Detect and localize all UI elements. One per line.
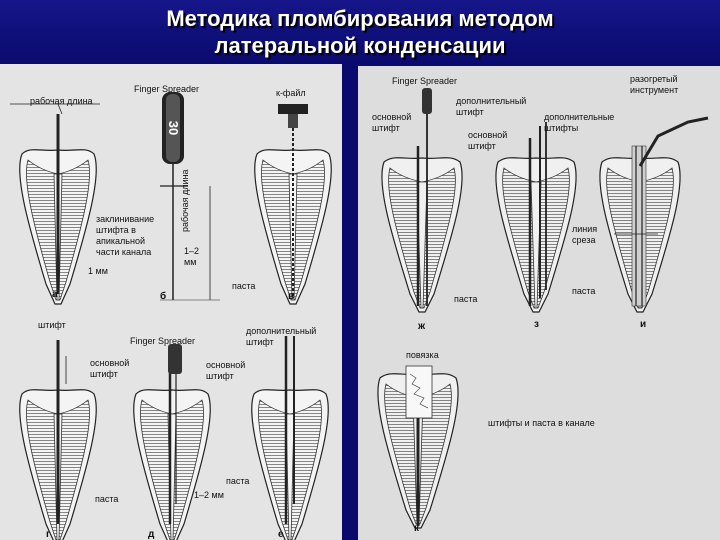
tooth-d	[133, 389, 211, 540]
title-line-1: Методика пломбирования методом	[166, 6, 554, 31]
right-figure-panel: Finger Spreader основной штифт дополните…	[358, 66, 720, 540]
tooth-zh	[381, 157, 463, 313]
label-main-pin-z: основной штифт	[468, 130, 508, 151]
label-finger-spreader-top: Finger Spreader	[134, 84, 200, 94]
label-one-mm: 1 мм	[88, 266, 108, 276]
title-line-2: латеральной конденсации	[214, 33, 506, 58]
fig-label-v: в	[288, 291, 295, 302]
label-paste-v: паста	[232, 281, 256, 291]
label-pin: штифт	[38, 320, 66, 330]
label-working-length-vertical: рабочая длина	[180, 169, 190, 232]
fig-label-k: к	[414, 523, 420, 534]
fig-label-zh: ж	[418, 321, 426, 332]
label-finger-spreader-right: Finger Spreader	[392, 76, 458, 86]
tooth-z	[495, 157, 577, 313]
fig-label-i: и	[640, 319, 647, 330]
label-main-pin-e: основной штифт	[206, 360, 246, 381]
label-paste-e: паста	[226, 476, 250, 486]
fig-label-z: з	[534, 319, 539, 330]
label-working-length: рабочая длина	[30, 96, 93, 106]
label-main-pin-d: основной штифт	[90, 358, 130, 379]
fig-label-b: б	[160, 291, 167, 302]
finger-spreader-handle: 30	[160, 92, 220, 301]
fig-label-e: е	[278, 529, 284, 540]
label-bandage: повязка	[406, 350, 439, 360]
label-pins-paste-canal: штифты и паста в канале	[488, 418, 595, 428]
label-wedging: заклинивание штифта в апикальной части к…	[96, 214, 155, 257]
label-additional-pins: дополнительные штифты	[544, 112, 615, 133]
label-paste-z: паста	[572, 286, 596, 296]
fig-label-a: а	[52, 289, 58, 300]
right-figure-drawing	[377, 88, 709, 529]
k-file	[278, 104, 308, 296]
label-cut-line: линия среза	[572, 224, 598, 245]
left-figure-panel: 30 рабочая длина Finger Spreader к-файл …	[0, 64, 342, 540]
label-finger-spreader-bottom: Finger Spreader	[130, 336, 196, 346]
slide-title: Методика пломбирования методом латеральн…	[0, 0, 720, 64]
label-one-two-mm-d: 1–2 мм	[194, 490, 224, 500]
label-paste-zh: паста	[454, 294, 478, 304]
left-figure-drawing: 30	[10, 92, 332, 540]
fig-label-d: д	[148, 529, 155, 540]
tooth-e	[251, 389, 329, 540]
label-main-pin-zh: основной штифт	[372, 112, 412, 133]
label-paste-g: паста	[95, 494, 119, 504]
label-heated-instrument: разогретый инструмент	[630, 74, 679, 95]
label-k-file: к-файл	[276, 88, 306, 98]
label-additional-pin-right: дополнительный штифт	[456, 96, 527, 117]
fig-label-g: г	[46, 529, 51, 540]
label-additional-pin: дополнительный штифт	[246, 326, 317, 347]
label-one-two-mm: 1–2 мм	[184, 246, 200, 267]
spreader-number: 30	[166, 121, 181, 135]
